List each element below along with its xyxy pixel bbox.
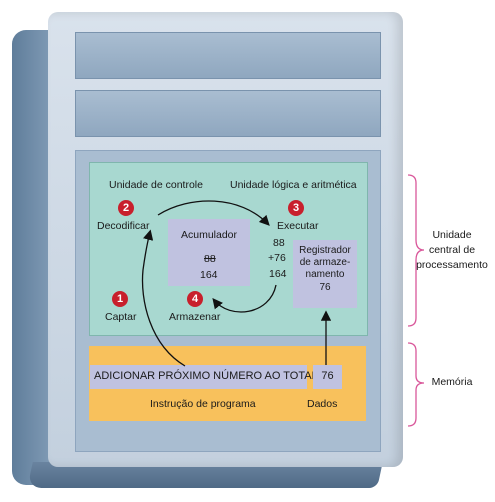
- step-1-label: Captar: [105, 311, 137, 323]
- cpu-side-label-line2: central de: [428, 244, 476, 256]
- data-caption: Dados: [307, 398, 338, 410]
- step-2-label: Decodificar: [97, 220, 150, 232]
- accumulator-label: Acumulador: [180, 229, 238, 241]
- step-4-badge: 4: [187, 291, 203, 307]
- execute-operand-1: 88: [273, 237, 285, 249]
- instruction-caption: Instrução de programa: [150, 398, 256, 410]
- execute-result: 164: [269, 268, 287, 280]
- step-3-badge: 3: [288, 200, 304, 216]
- register-label-line1: Registrador: [299, 245, 351, 256]
- execute-store-arrow: [212, 284, 277, 313]
- decode-execute-arrow: [157, 200, 270, 226]
- step-3-label: Executar: [277, 220, 319, 232]
- memory-side-label: Memória: [431, 376, 473, 388]
- cpu-bracket: [407, 174, 425, 327]
- instruction-box: [90, 365, 307, 389]
- data-box: [313, 365, 342, 389]
- data-value: 76: [321, 370, 334, 382]
- accumulator-old-value: 88: [204, 253, 216, 265]
- step-4-label: Armazenar: [169, 311, 221, 323]
- step-2-badge: 2: [118, 200, 134, 216]
- step-1-badge: 1: [112, 291, 128, 307]
- register-value: 76: [319, 282, 331, 293]
- cpu-side-label-line1: Unidade: [432, 229, 472, 241]
- storage-register-box: [293, 240, 357, 308]
- accumulator-box: [168, 219, 250, 286]
- register-label-line2: de armaze-: [299, 257, 351, 268]
- cpu-side-label-line3: processamento: [416, 259, 488, 271]
- fetch-arrow: [141, 229, 186, 367]
- memory-bracket: [407, 342, 425, 427]
- control-unit-label: Unidade de controle: [109, 179, 203, 191]
- register-label-line3: namento: [305, 269, 345, 280]
- alu-label: Unidade lógica e aritmética: [230, 179, 357, 191]
- drive-bay-top: [75, 32, 381, 79]
- drive-bay-middle: [75, 90, 381, 137]
- accumulator-new-value: 164: [200, 269, 218, 281]
- instruction-text: ADICIONAR PRÓXIMO NÚMERO AO TOTAL: [94, 370, 318, 382]
- execute-operand-2: +76: [268, 252, 286, 264]
